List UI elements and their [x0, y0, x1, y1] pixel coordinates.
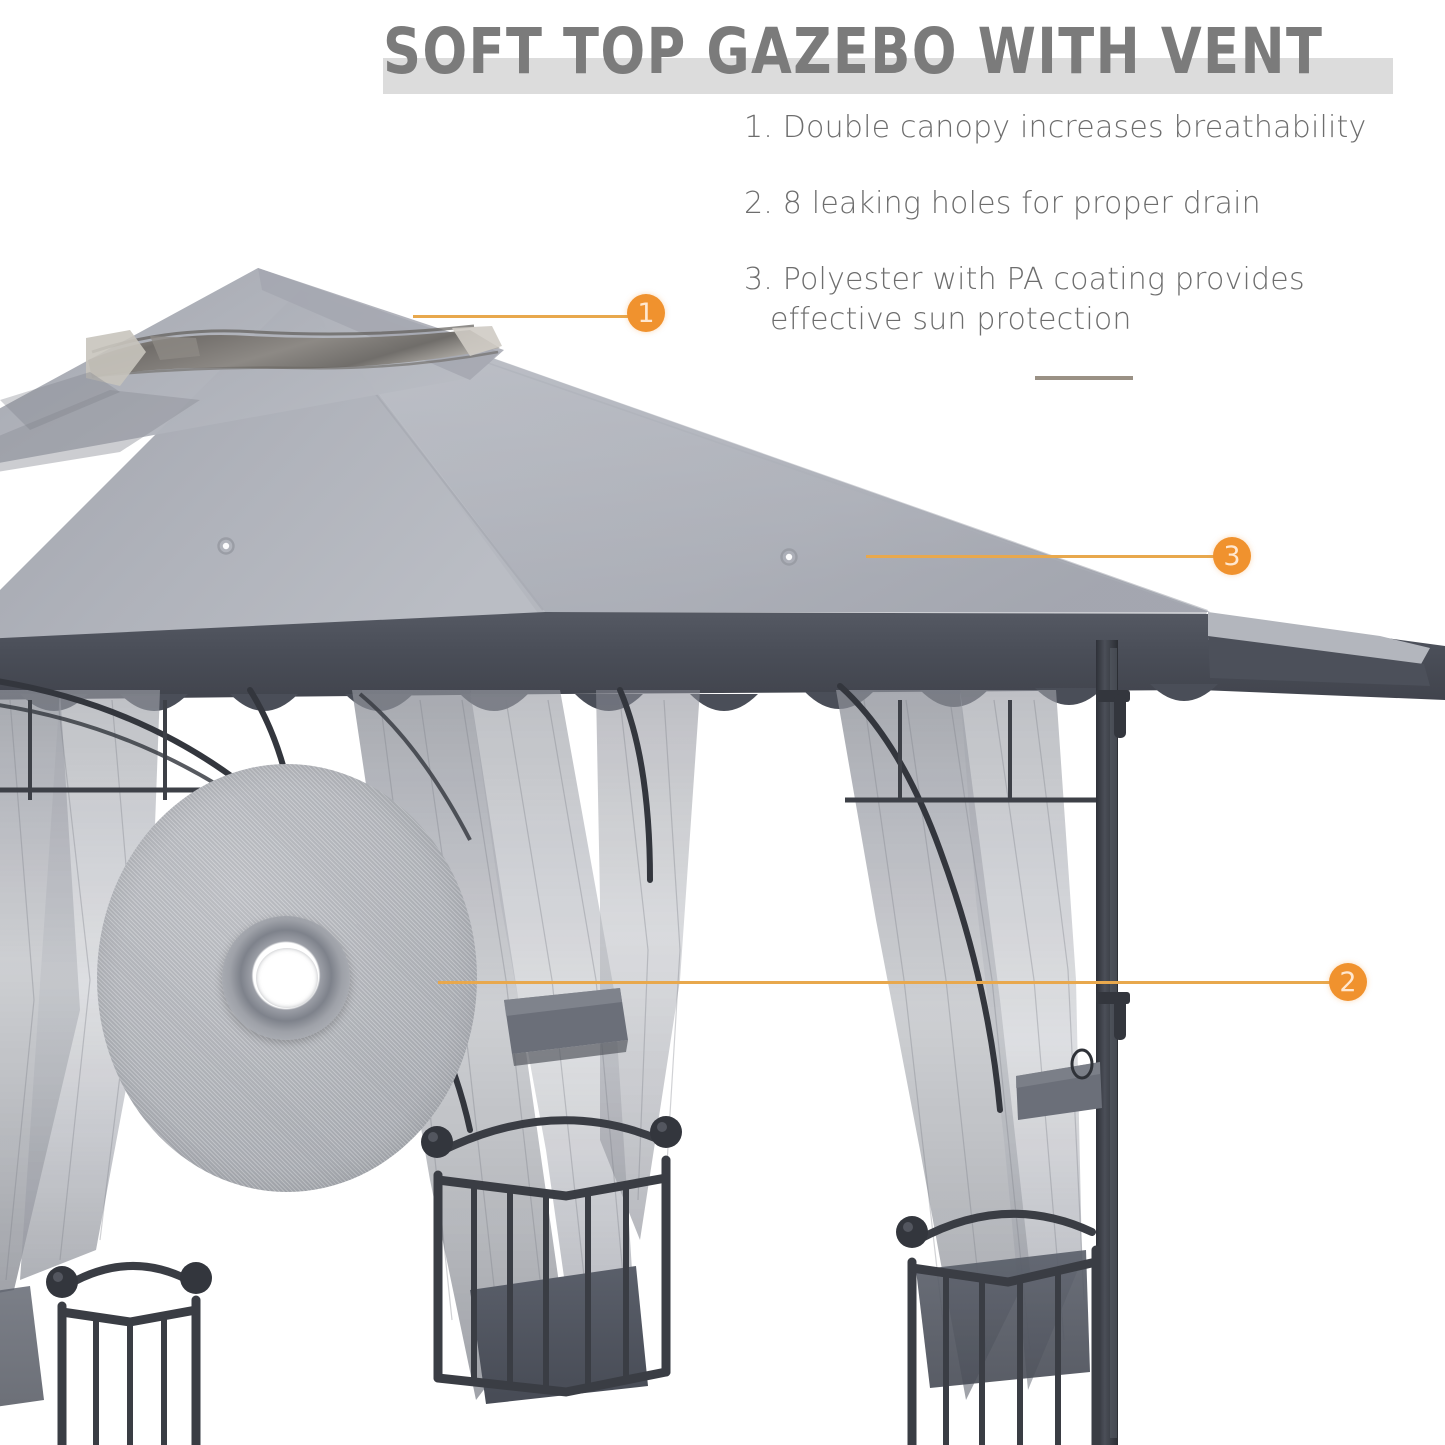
feature-item-2: 2. 8 leaking holes for proper drain	[744, 184, 1384, 224]
feature-text-3: 3. Polyester with PA coating provides	[744, 262, 1305, 297]
callout-marker-2[interactable]: 2	[1329, 963, 1367, 1001]
callout-leader-1	[413, 315, 630, 318]
callout-leader-2	[438, 981, 1330, 984]
page-title: SOFT TOP GAZEBO WITH VENT	[383, 14, 1324, 88]
feature-text-1: 1. Double canopy increases breathability	[744, 110, 1367, 145]
callout-leader-3	[866, 555, 1214, 558]
section-divider	[1035, 376, 1133, 380]
title-highlight-band	[383, 58, 1393, 94]
feature-item-1: 1. Double canopy increases breathability	[744, 108, 1384, 148]
drain-grommet-detail-inset	[97, 764, 477, 1192]
feature-list: 1. Double canopy increases breathability…	[744, 108, 1384, 376]
grommet-ring-icon	[222, 916, 350, 1040]
feature-text-2: 2. 8 leaking holes for proper drain	[744, 186, 1261, 221]
feature-item-3: 3. Polyester with PA coating provides ef…	[744, 260, 1384, 340]
feature-text-3-line2: effective sun protection	[770, 302, 1132, 337]
drain-hole	[256, 948, 318, 1008]
callout-marker-1[interactable]: 1	[627, 294, 665, 332]
callout-marker-3[interactable]: 3	[1213, 537, 1251, 575]
